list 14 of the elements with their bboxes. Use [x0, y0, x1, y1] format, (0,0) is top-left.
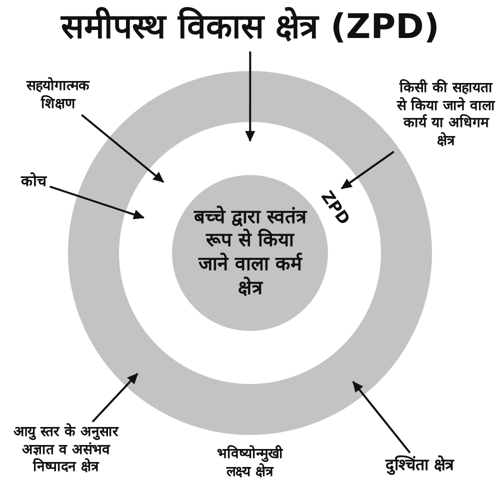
leader-arrow	[340, 150, 394, 190]
leader-arrow	[92, 372, 138, 422]
title-text: समीपस्थ विकास क्षेत्र (ZPD)	[61, 6, 440, 48]
leader-arrow	[81, 114, 164, 183]
callout-text: दुश्चिंता क्षेत्र	[386, 455, 454, 475]
callout-text: आयु स्तर के अनुसार अज्ञात व असंभव निष्पादन क्षेत्र	[1, 424, 131, 476]
callout-text: किसी की सहायता से किया जाने वाला कार्य या अधिगम क्षेत्र	[393, 80, 499, 150]
zone-caption: भविष्योन्मुखी लक्ष्य क्षेत्र	[216, 446, 284, 481]
leader-arrow	[245, 52, 256, 142]
leader-arrow	[49, 186, 145, 220]
callout-text: कोच	[21, 172, 47, 191]
callout-text: सहयोगात्मक शिक्षण	[12, 78, 104, 113]
zone-text: बच्चे द्वारा स्वतंत्र रूप से किया जाने वाला कर्म क्षेत्र	[192, 206, 308, 300]
leader-arrow	[352, 381, 411, 454]
